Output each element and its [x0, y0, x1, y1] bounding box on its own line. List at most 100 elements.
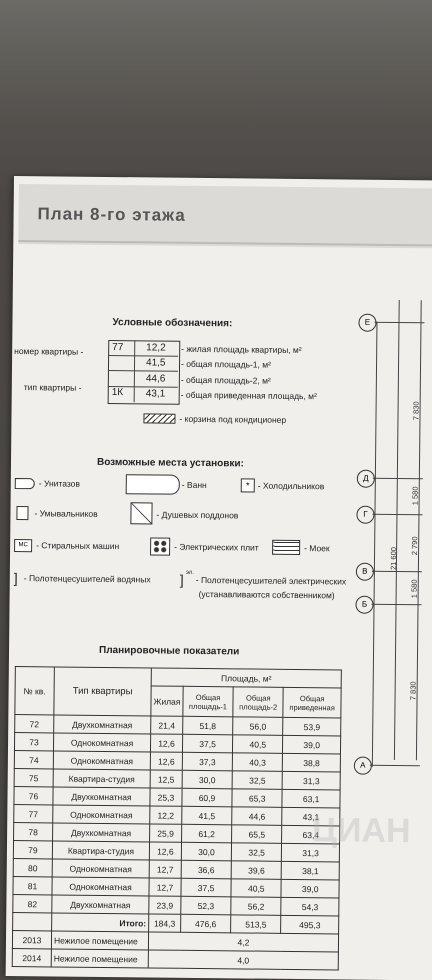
header-total1: Общая площадь-1: [182, 686, 234, 717]
planning-table: № кв. Тип квартиры Площадь, м² Жилая Общ…: [12, 666, 342, 970]
towel-electric-note: (устанавливаются собственником): [198, 588, 335, 601]
header-area: Площадь, м²: [151, 667, 342, 688]
bath-icon: [125, 474, 180, 495]
cell-total1: 37,5: [180, 878, 232, 897]
cell-total2: 40,5: [232, 734, 284, 754]
apartment-number-label: номер квартиры -: [14, 346, 84, 357]
cell-total1: 30,0: [181, 770, 233, 789]
dim-4: 1 580: [409, 579, 419, 599]
totals-reduced: 495,3: [280, 915, 339, 934]
watermark: ЦИАН: [311, 811, 411, 851]
cell-type: Однокомнатная: [51, 876, 150, 896]
cell-total2: 65,3: [232, 788, 283, 808]
cell-total2: 32,5: [232, 770, 283, 790]
dim-total: 21 600: [388, 546, 399, 571]
cell-total2: 56,0: [232, 716, 284, 736]
nonres-type: Нежилое помещение: [51, 930, 149, 950]
cell-type: Однокомнатная: [52, 804, 150, 824]
legend-reduced-area: 43,1: [145, 388, 166, 400]
cell-living: 21,4: [150, 715, 183, 735]
towel-electric-sup: эл.: [185, 569, 194, 576]
towel-water-label: - Полотенцесушителей водяных: [23, 573, 151, 585]
fridge-icon: *: [240, 478, 255, 493]
electric-stove-icon: [150, 537, 171, 556]
totals-label: Итого:: [51, 912, 149, 932]
cell-reduced: 63,1: [282, 789, 341, 808]
cell-num: 80: [13, 858, 53, 877]
total-area-2-desc: - общая площадь-2, м²: [180, 374, 271, 386]
sinks-label: - Моек: [304, 543, 330, 554]
cell-num: 75: [14, 768, 54, 787]
washbasins-label: - Умывальников: [34, 508, 98, 519]
dim-2: 1 580: [410, 486, 420, 506]
header-total2: Общая площадь-2: [232, 686, 284, 718]
living-area-desc: - жилая площадь квартиры, м²: [181, 343, 302, 356]
cell-living: 12,6: [150, 751, 183, 771]
cell-living: 12,5: [150, 769, 183, 789]
apartment-type-label: тип квартиры -: [23, 382, 82, 393]
cell-total1: 60,9: [181, 788, 233, 807]
cell-type: Однокомнатная: [53, 732, 151, 752]
header-type: Тип квартиры: [53, 666, 152, 716]
cell-total1: 37,5: [182, 734, 233, 753]
washbasin-icon: [16, 506, 29, 521]
cell-num: 78: [13, 822, 53, 841]
cell-num: 73: [14, 732, 54, 751]
cell-num: 77: [13, 804, 53, 823]
cell-living: 25,3: [149, 787, 182, 807]
cell-total2: 56,2: [230, 896, 282, 916]
total-area-1-desc: - общая площадь-1, м²: [180, 358, 272, 370]
cell-reduced: 53,9: [283, 717, 341, 736]
cell-total2: 44,6: [231, 806, 283, 826]
cell-living: 12,7: [149, 859, 182, 879]
ac-basket-desc: - корзина под кондиционер: [179, 413, 287, 425]
cell-type: Двухкомнатная: [52, 786, 151, 806]
legend-living-area: 12,2: [146, 342, 166, 354]
cell-num: 82: [12, 894, 52, 913]
nonres-num: 2014: [12, 948, 52, 967]
washing-machines-label: - Стиральных машин: [36, 540, 120, 552]
cell-total1: 52,3: [180, 896, 232, 915]
cell-living: 12,6: [149, 841, 182, 861]
cell-total2: 32,5: [231, 842, 282, 862]
installations-title: Возможные места установки:: [96, 456, 244, 470]
legend-apartment-type: 1К: [111, 387, 124, 399]
header-num: № кв.: [14, 666, 55, 715]
cell-living: 12,6: [150, 733, 183, 753]
towel-electric-label: - Полотенцесушителей электрических: [195, 574, 347, 587]
axis-line: [371, 321, 378, 767]
cell-total1: 51,8: [182, 716, 233, 735]
legend-title: Условные обозначения:: [112, 317, 233, 330]
cell-reduced: 54,3: [281, 897, 339, 916]
page-title: План 8-го этажа: [37, 204, 186, 225]
cell-reduced: 38,8: [282, 753, 341, 772]
floor-plan-sheet: План 8-го этажа Условные обозначения: но…: [5, 176, 432, 980]
cell-total1: 41,5: [181, 806, 233, 825]
legend-apartment-number: 77: [112, 342, 124, 354]
header-living: Жилая: [150, 685, 184, 717]
totals-living: 184,3: [148, 913, 181, 933]
header-reduced: Общая приведенная: [283, 687, 342, 718]
cell-num: 79: [13, 840, 53, 859]
cell-type: Двухкомнатная: [51, 894, 149, 914]
dimension-line: [393, 300, 400, 761]
cell-living: 12,2: [149, 805, 182, 825]
cell-type: Квартира-студия: [53, 768, 151, 788]
cell-type: Однокомнатная: [53, 750, 151, 770]
legend-total-area-2: 44,6: [145, 373, 166, 385]
cell-total1: 30,0: [181, 842, 232, 861]
washing-machine-icon: МС: [14, 539, 33, 553]
cell-num: 74: [14, 750, 54, 769]
cell-living: 12,7: [148, 877, 182, 897]
toilet-icon: [14, 478, 35, 490]
shower-trays-label: - Душевых поддонов: [156, 509, 239, 521]
cell-total2: 40,5: [231, 878, 282, 898]
toilets-label: - Унитазов: [38, 478, 80, 489]
cell-total2: 65,5: [231, 824, 283, 844]
dim-1: 7 830: [411, 401, 421, 421]
sink-icon: [272, 539, 301, 556]
background-surface: [0, 0, 432, 190]
towel-water-icon: ]: [13, 570, 18, 587]
electric-stoves-label: - Электрических плит: [174, 541, 259, 553]
cell-total2: 39,6: [231, 860, 282, 880]
